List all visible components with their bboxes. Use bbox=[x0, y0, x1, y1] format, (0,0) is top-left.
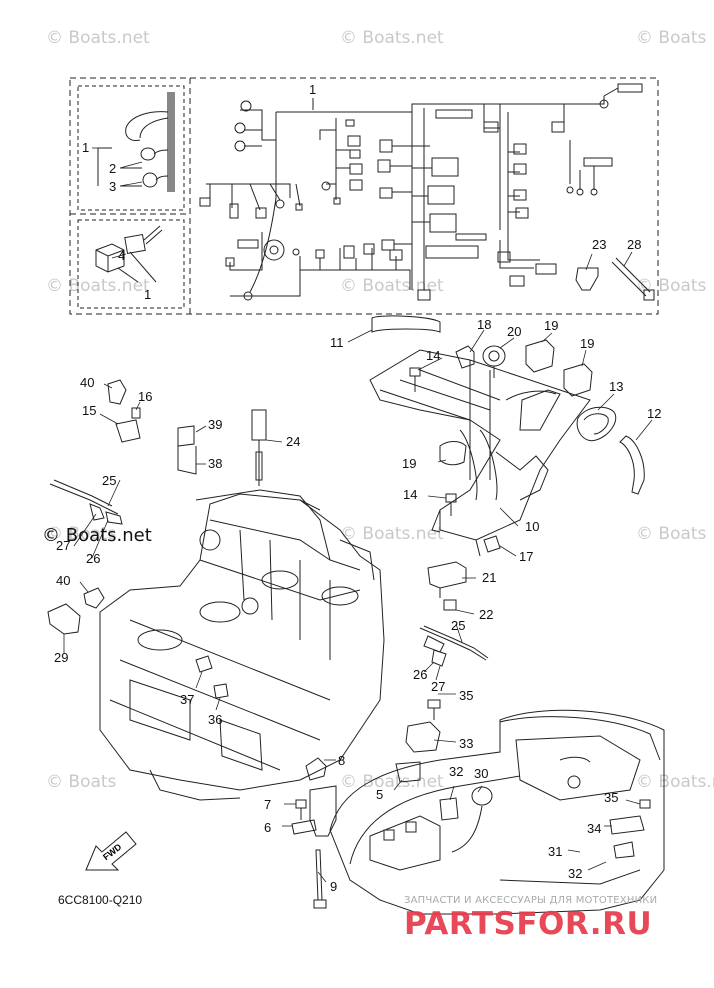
callout-20: 20 bbox=[507, 324, 522, 339]
callout-25-mid: 25 bbox=[451, 618, 466, 633]
callout-24: 24 bbox=[286, 434, 301, 449]
left-side-parts bbox=[47, 379, 267, 699]
relay-connector-assembly bbox=[95, 225, 163, 283]
callout-37: 37 bbox=[180, 692, 195, 707]
callout-36: 36 bbox=[208, 712, 223, 727]
callout-1-sub: 1 bbox=[82, 140, 90, 155]
watermark-2: © Boats.net bbox=[340, 28, 444, 48]
callout-35-mid: 35 bbox=[459, 688, 474, 703]
watermark-8: © Boats bbox=[636, 524, 707, 544]
callout-11: 11 bbox=[330, 335, 344, 350]
callout-5: 5 bbox=[376, 787, 384, 802]
callout-32-right: 32 bbox=[568, 866, 583, 881]
callout-14-mid: 14 bbox=[403, 487, 418, 502]
callout-1-relay: 1 bbox=[144, 287, 152, 302]
callout-18: 18 bbox=[477, 317, 492, 332]
watermark-6: © Boats.net bbox=[46, 276, 150, 296]
diagram-code: 6CC8100-Q210 bbox=[58, 893, 143, 907]
callout-21: 21 bbox=[482, 570, 497, 585]
watermark-3: © Boats bbox=[636, 28, 707, 48]
forward-arrow-icon bbox=[85, 831, 137, 871]
callout-29: 29 bbox=[54, 650, 69, 665]
sensor-lead-assembly bbox=[97, 92, 175, 192]
callout-6: 6 bbox=[264, 820, 272, 835]
callout-19-right: 19 bbox=[580, 336, 595, 351]
brand-tagline: ЗАПЧАСТИ И АКСЕССУАРЫ ДЛЯ МОТОТЕХНИКИ bbox=[404, 895, 658, 906]
callout-40-left: 40 bbox=[56, 573, 71, 588]
callout-2: 2 bbox=[109, 161, 117, 176]
callout-3: 3 bbox=[109, 179, 117, 194]
callout-1: 1 bbox=[309, 82, 317, 97]
brand-logo: PARTSFOR.RU bbox=[404, 906, 653, 942]
callout-39: 39 bbox=[208, 417, 223, 432]
callout-9: 9 bbox=[330, 879, 338, 894]
callout-19-top: 19 bbox=[544, 318, 559, 333]
callout-13: 13 bbox=[609, 379, 624, 394]
callout-30: 30 bbox=[474, 766, 489, 781]
callout-26-mid: 26 bbox=[413, 667, 428, 682]
callout-40-top: 40 bbox=[80, 375, 95, 390]
callout-7: 7 bbox=[264, 797, 272, 812]
wire-harness-box bbox=[69, 77, 659, 315]
callout-27-left: 27 bbox=[56, 538, 71, 553]
callout-16: 16 bbox=[138, 389, 153, 404]
callout-10: 10 bbox=[525, 519, 540, 534]
sensor-and-clip-parts bbox=[395, 625, 489, 783]
callout-19-mid: 19 bbox=[402, 456, 417, 471]
callout-12: 12 bbox=[647, 406, 662, 421]
callout-23: 23 bbox=[592, 237, 607, 252]
callout-17: 17 bbox=[519, 549, 534, 564]
callout-25-top: 25 bbox=[102, 473, 117, 488]
bottom-cowling bbox=[329, 709, 665, 915]
callout-4: 4 bbox=[118, 248, 126, 263]
callout-14-top: 14 bbox=[426, 348, 441, 363]
watermark-1: © Boats.net bbox=[46, 28, 150, 48]
callout-31: 31 bbox=[548, 844, 563, 859]
callout-28: 28 bbox=[627, 237, 642, 252]
overlay-watermark: © Boats.net bbox=[42, 525, 152, 546]
watermark-12: © Boats bbox=[46, 524, 117, 544]
callout-34: 34 bbox=[587, 821, 602, 836]
lower-bracket-parts bbox=[291, 757, 337, 909]
engine-block bbox=[99, 489, 385, 801]
callout-33: 33 bbox=[459, 736, 474, 751]
watermark-10: © Boats.net bbox=[340, 772, 444, 792]
watermark-11: © Boats.net bbox=[636, 772, 714, 792]
callout-26-left: 26 bbox=[86, 551, 101, 566]
callout-35-right: 35 bbox=[604, 790, 619, 805]
watermark-7: © Boats.net bbox=[340, 524, 444, 544]
callout-8: 8 bbox=[338, 753, 346, 768]
upper-bracket-assembly bbox=[369, 315, 645, 611]
callout-22: 22 bbox=[479, 607, 494, 622]
callout-38: 38 bbox=[208, 456, 223, 471]
callout-27-mid: 27 bbox=[431, 679, 446, 694]
callout-32-mid: 32 bbox=[449, 764, 464, 779]
callout-leaders bbox=[63, 147, 653, 883]
callout-15: 15 bbox=[82, 403, 97, 418]
harness-clamp-and-tie bbox=[575, 257, 655, 301]
main-wire-harness bbox=[199, 83, 643, 301]
watermark-9: © Boats bbox=[46, 772, 117, 792]
